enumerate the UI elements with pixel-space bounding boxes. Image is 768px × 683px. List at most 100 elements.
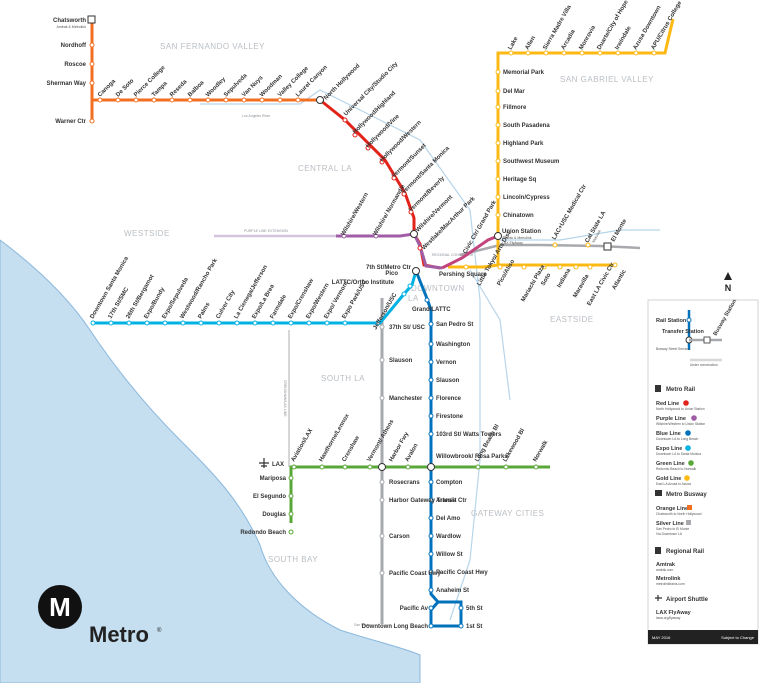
station-dot: [270, 320, 276, 326]
legend-silver-sub: San Pedro to El Monte: [656, 527, 689, 531]
station-dot: [252, 320, 258, 326]
station-dot: [533, 464, 539, 470]
label-south-pasadena: South Pasadena: [503, 123, 550, 129]
legend-amtrak-url: amtrak.com: [656, 568, 673, 572]
station-dot: [205, 97, 211, 103]
compass-label: N: [725, 283, 732, 293]
station-dot: [495, 104, 501, 110]
transfer-willowbrook: [427, 463, 435, 471]
label-atlantic: Atlantic: [612, 268, 629, 291]
station-dot: [90, 320, 96, 326]
station-dot: [162, 320, 168, 326]
station-dot: [259, 97, 265, 103]
metro-registered: ®: [157, 627, 162, 634]
station-dot: [126, 320, 132, 326]
legend-metrolink-url: metrolinktrains.com: [656, 582, 685, 586]
label-florence: Florence: [436, 396, 462, 402]
orange-labels: Chatsworth Amtrak & Metrolink Nordhoff R…: [47, 18, 330, 125]
note-purple-extension: PURPLE LINE EXTENSION: [244, 229, 288, 233]
station-dot: [428, 413, 434, 419]
label-lincoln-cypress: Lincoln/Cypress: [503, 195, 550, 201]
station-dot: [288, 529, 294, 535]
metro-wordmark: Metro: [89, 622, 149, 647]
station-dot: [187, 97, 193, 103]
label-aviation: Aviation/LAX: [291, 428, 315, 463]
station-dot: [495, 194, 501, 200]
label-cal-state-sub: Metrolink: [591, 229, 602, 244]
station-dot: [342, 320, 348, 326]
legend-flyaway: LAX FlyAway: [656, 610, 692, 616]
station-dot: [342, 464, 348, 470]
station-dot: [651, 50, 657, 56]
station-dot: [89, 118, 95, 124]
station-dot: [552, 242, 558, 248]
legend-blue-sub: Downtown LA to Long Beach: [656, 437, 699, 441]
label-el-segundo: El Segundo: [253, 494, 286, 500]
label-del-amo: Del Amo: [436, 516, 460, 522]
legend-green-sub: Redondo Beach to Norwalk: [656, 467, 696, 471]
label-wilshire-normandie: Wilshire/ Normandie: [373, 183, 408, 237]
station-dot: [495, 69, 501, 75]
label-maravilla: Maravilla: [573, 273, 591, 299]
label-laurel-canyon: Laurel Canyon: [295, 64, 329, 98]
label-warner-ctr: Warner Ctr: [55, 119, 86, 125]
station-dot: [475, 464, 481, 470]
metrolink-south: [469, 269, 511, 401]
legend-silver-sub2: Via Downtown LA: [656, 532, 683, 536]
transfer-harbor-fwy: [378, 463, 386, 471]
legend-transfer-station: Transfer Station: [662, 329, 705, 335]
metro-logo: M Metro ®: [38, 585, 162, 647]
label-vermont-santa-monica: Vermont/Santa Monica: [401, 145, 451, 195]
station-dot: [579, 50, 585, 56]
station-dot: [521, 264, 527, 270]
transfer-chatsworth: [87, 15, 96, 24]
legend-expo-swatch: [685, 445, 691, 451]
label-monrovia: Monrovia: [579, 24, 598, 51]
label-crenshaw: Crenshaw: [342, 435, 362, 463]
station-dot: [428, 605, 434, 611]
legend-purple: Purple Line: [656, 416, 686, 422]
pacific-ocean: [0, 239, 421, 683]
label-37th: 37th St/ USC: [389, 325, 426, 331]
station-dot: [288, 511, 294, 517]
station-dot: [379, 497, 385, 503]
legend-expo: Expo Line: [656, 446, 682, 452]
station-dot: [495, 88, 501, 94]
label-southwest-museum: Southwest Museum: [503, 159, 559, 165]
label-vernon: Vernon: [436, 360, 457, 366]
station-dot: [288, 493, 294, 499]
station-dot: [379, 357, 385, 363]
label-pacific-av: Pacific Av: [400, 606, 429, 612]
station-dot: [306, 320, 312, 326]
legend-panel: [647, 299, 759, 645]
metrolink-east: [500, 229, 660, 241]
bus-icon: [655, 490, 662, 496]
silver-labels: 37th St/ USC Slauson Manchester Rosecran…: [389, 325, 467, 577]
label-slauson-s: Slauson: [389, 358, 413, 364]
station-dot: [367, 464, 373, 470]
label-1st-st: 1st St: [466, 624, 482, 630]
transfer-7th-metro: [412, 267, 420, 275]
legend-footer: [648, 630, 758, 644]
label-lattc: LATTC/Ortho Institute: [332, 280, 395, 286]
legend-silver-swatch: [686, 520, 691, 525]
label-pershing: Pershing Square: [439, 272, 487, 278]
legend-orange: Orange Line: [656, 506, 688, 512]
station-dot: [169, 97, 175, 103]
station-dot: [198, 320, 204, 326]
label-nordhoff: Nordhoff: [61, 43, 87, 49]
station-dot: [391, 175, 397, 181]
station-dot: [428, 551, 434, 557]
station-dot: [428, 359, 434, 365]
station-dot: [401, 291, 407, 297]
station-dot: [573, 264, 579, 270]
label-balboa: Balboa: [187, 80, 206, 99]
station-dot: [319, 464, 325, 470]
label-irwindale: Irwindale: [615, 25, 634, 51]
legend-gold-sub: East LA Azusa to Azusa: [656, 482, 691, 486]
label-pierce-college: Pierce College: [133, 64, 167, 98]
label-canoga: Canoga: [97, 78, 117, 98]
legend-subject: Subject to Change: [721, 635, 755, 640]
